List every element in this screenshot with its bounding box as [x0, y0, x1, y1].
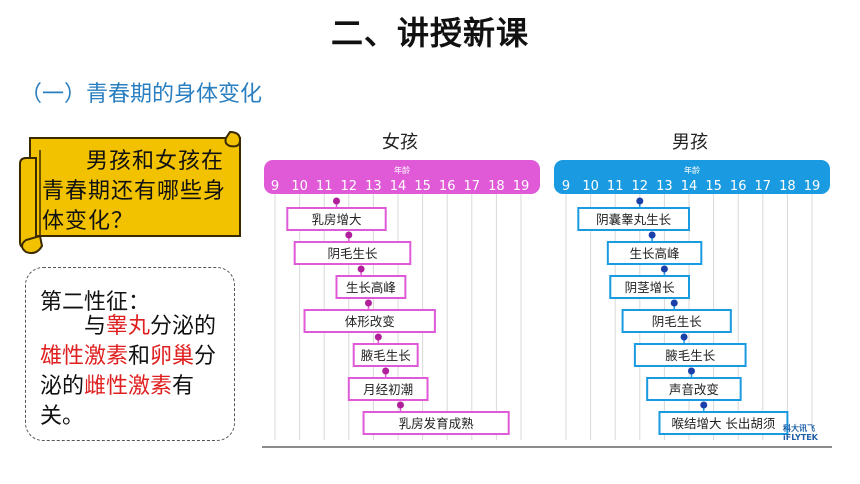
boy-chart-marker-dot	[660, 265, 668, 273]
girl-chart-axis-label: 年龄	[394, 165, 410, 175]
boy-chart-bar-label: 阴茎增长	[625, 280, 676, 295]
boy-chart-bar	[609, 275, 691, 299]
girl-chart-bar-label: 腋毛生长	[361, 348, 412, 363]
boy-chart-bar-label: 喉结增大 长出胡须	[671, 416, 775, 431]
boy-chart-bar	[577, 207, 690, 231]
boy-chart-tick-label: 12	[632, 179, 649, 194]
girl-chart-bar-label: 乳房发育成熟	[399, 416, 475, 431]
boy-chart-bar	[646, 377, 742, 401]
boy-chart-tick-label: 16	[730, 179, 747, 194]
girl-chart-bar	[352, 343, 419, 367]
boy-chart-tick-label: 13	[656, 179, 673, 194]
girl-chart-tick-label: 14	[390, 179, 407, 194]
boy-chart-marker-dot	[680, 333, 688, 341]
boy-chart-tick-label: 19	[804, 179, 821, 194]
note-body: 与睾丸分泌的雄性激素和卵巢分泌的雌性激素有关。	[40, 312, 228, 432]
boy-chart-bar	[633, 343, 747, 367]
girl-chart-bar	[293, 241, 412, 265]
boy-chart-marker-dot	[636, 197, 644, 205]
girl-chart-marker-dot	[382, 367, 390, 375]
girl-chart-bar-label: 阴毛生长	[327, 246, 378, 261]
girl-chart-tick-label: 11	[316, 179, 333, 194]
boy-chart-marker-dot	[648, 231, 656, 239]
girl-chart-bar	[347, 377, 429, 401]
page-title: 二、讲授新课	[330, 14, 529, 52]
boy-chart-marker-dot	[687, 367, 695, 375]
note-ovary: 卵巢	[150, 344, 195, 369]
girl-chart-tick-label: 18	[488, 179, 505, 194]
boy-chart-tick-label: 17	[755, 179, 772, 194]
boy-chart-bar-label: 阴囊睾丸生长	[596, 212, 672, 227]
logo-text-en: iFLYTEK	[783, 433, 818, 442]
girl-chart-tick-label: 16	[439, 179, 456, 194]
note-estrogen: 雌性激素	[84, 374, 173, 399]
girl-chart-tick-label: 9	[271, 179, 279, 194]
girl-chart-bar-label: 乳房增大	[311, 212, 361, 227]
girl-chart-bar	[286, 207, 387, 231]
girl-chart-bar	[335, 275, 407, 299]
note-testis: 睾丸	[106, 314, 151, 339]
scroll-banner	[19, 130, 242, 255]
girl-chart-marker-dot	[357, 265, 365, 273]
boy-chart-bar-label: 生长高峰	[630, 246, 681, 261]
boy-chart-tick-label: 9	[562, 179, 570, 194]
note-box	[25, 267, 235, 441]
note-seg: 与	[84, 314, 107, 339]
section-subtitle: （一）青春期的身体变化	[20, 82, 263, 107]
girl-chart-tick-label: 17	[464, 179, 481, 194]
boy-chart-tick-label: 18	[779, 179, 796, 194]
girl-chart-marker-dot	[374, 333, 382, 341]
girl-chart-axis-header	[264, 160, 540, 194]
girl-chart-bar-label: 月经初潮	[363, 382, 413, 397]
girl-chart-bar-label: 生长高峰	[346, 280, 397, 295]
girl-chart-marker-dot	[396, 401, 404, 409]
logo-text: 科大讯飞	[783, 424, 815, 433]
girl-chart-tick-label: 19	[513, 179, 530, 194]
question-text: 男孩和女孩在青春期还有哪些身体变化？	[42, 149, 227, 234]
girl-chart-tick-label: 12	[341, 179, 358, 194]
girl-chart-title: 女孩	[382, 132, 418, 153]
boy-chart-tick-label: 10	[582, 179, 599, 194]
boy-chart-axis-label: 年龄	[684, 165, 700, 175]
note-heading: 第二性征：	[40, 290, 151, 315]
boy-chart-bar	[621, 309, 732, 333]
girl-chart-bar	[362, 411, 510, 435]
boy-chart-tick-label: 15	[705, 179, 722, 194]
note-seg: 有关。	[40, 374, 195, 429]
girl-chart-marker-dot	[333, 197, 340, 205]
boy-chart-bar	[606, 241, 703, 265]
boy-chart-title: 男孩	[672, 132, 708, 153]
girl-chart-marker-dot	[345, 231, 353, 239]
girl-chart-tick-label: 10	[291, 179, 308, 194]
girl-chart-bar	[303, 309, 436, 333]
boy-chart-bar-label: 腋毛生长	[665, 348, 716, 363]
note-seg: 分泌的	[150, 314, 217, 339]
girl-chart-tick-label: 15	[414, 179, 431, 194]
boy-chart-bar	[658, 411, 789, 435]
boy-chart-marker-dot	[670, 299, 678, 307]
note-androgen: 雄性激素	[40, 344, 129, 369]
girl-chart-bar-label: 体形改变	[345, 314, 395, 329]
boy-chart-axis-header	[554, 160, 830, 194]
boy-chart-tick-label: 11	[607, 179, 624, 194]
boy-chart-marker-dot	[700, 401, 708, 409]
boy-chart-bar-label: 声音改变	[669, 382, 719, 397]
boy-chart-bar-label: 阴毛生长	[652, 314, 703, 329]
note-seg: 分泌的	[40, 344, 217, 399]
note-seg: 和	[128, 344, 151, 369]
boy-chart-tick-label: 14	[681, 179, 698, 194]
girl-chart-marker-dot	[364, 299, 372, 307]
girl-chart-tick-label: 13	[365, 179, 382, 194]
